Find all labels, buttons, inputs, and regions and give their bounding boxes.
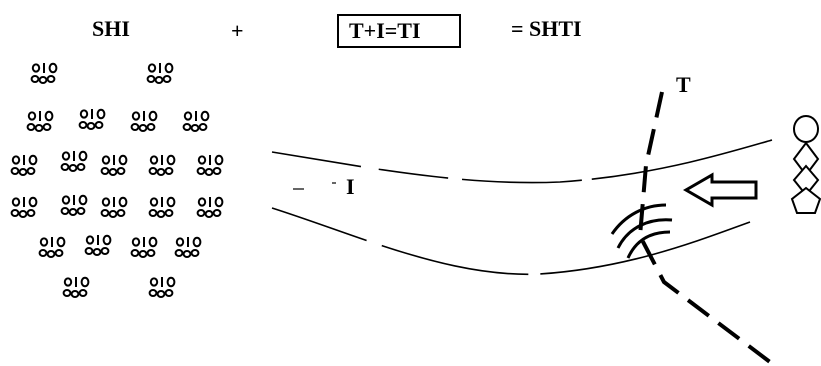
figure-pentagon: [792, 188, 820, 213]
channel-lower-line: [272, 208, 750, 274]
t-dashed-line: [640, 92, 770, 362]
left-arrow: [686, 175, 756, 205]
channel-upper-line: [272, 140, 772, 183]
figure-head-circle: [794, 116, 818, 142]
